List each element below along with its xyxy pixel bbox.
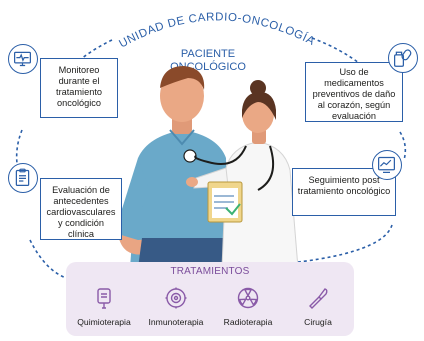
patient-doctor-illustration — [115, 66, 299, 268]
iv-bag-icon — [97, 288, 111, 309]
treatment-label: Radioterapia — [223, 317, 273, 327]
monitor-icon — [8, 44, 38, 74]
arc-right — [399, 131, 407, 161]
treatment-label: Inmunoterapia — [148, 317, 204, 327]
preventive-box: Uso de medicamentos preventivos de daño … — [305, 62, 403, 122]
treatment-label: Quimioterapia — [77, 317, 131, 327]
scalpel-icon — [309, 288, 328, 309]
arc-bottom-left — [29, 239, 67, 279]
treatment-chemotherapy: Quimioterapia — [68, 286, 140, 327]
radiation-icon — [237, 287, 259, 309]
medication-icon — [388, 43, 418, 73]
cell-icon — [165, 287, 187, 309]
treatment-surgery: Cirugía — [282, 286, 354, 327]
treatment-immunotherapy: Inmunoterapia — [140, 286, 212, 327]
treatment-label: Cirugía — [304, 317, 332, 327]
unit-title: UNIDAD DE CARDIO-ONCOLOGÍA — [117, 11, 316, 50]
treatments-title: TRATAMIENTOS — [170, 266, 250, 277]
monitoring-box: Monitoreo durante el tratamiento oncológ… — [40, 58, 118, 118]
follow-up-chart-icon — [372, 150, 402, 180]
patient-figure — [115, 66, 228, 268]
medical-record-icon — [8, 163, 38, 193]
treatment-radiotherapy: Radioterapia — [212, 286, 284, 327]
evaluation-box: Evaluación de antecedentes cardiovascula… — [40, 178, 122, 240]
doctor-figure — [186, 80, 299, 268]
treatments-panel: TRATAMIENTOS Quimioterapia Inmunoterapia — [66, 262, 354, 336]
